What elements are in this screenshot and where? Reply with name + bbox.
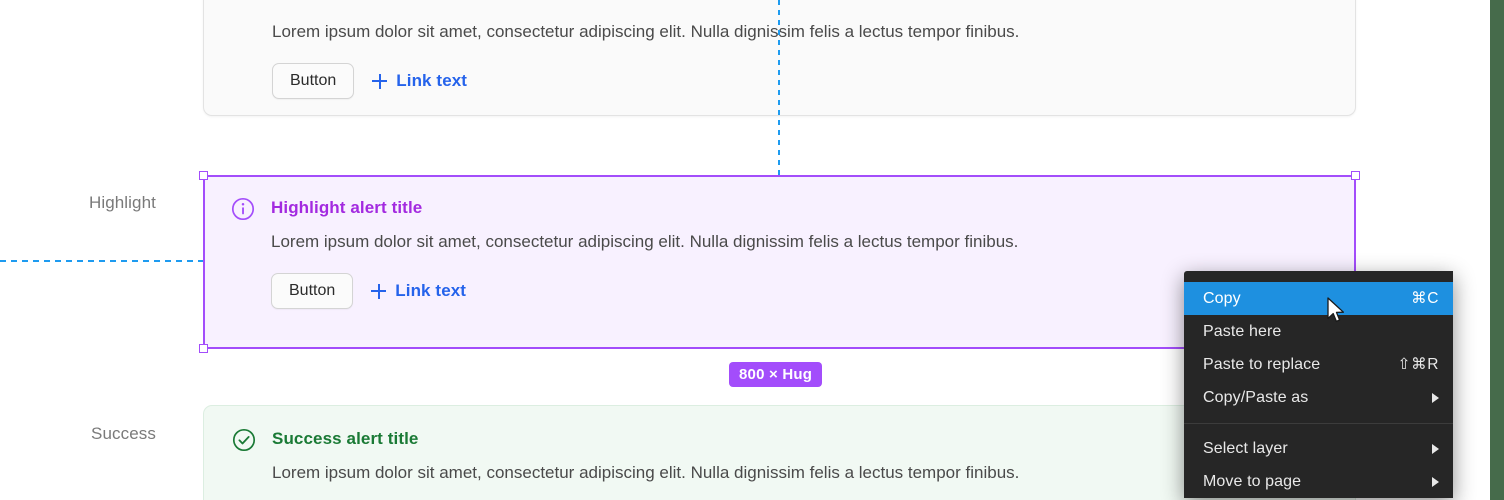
menu-item-shortcut: ⌘C (1411, 290, 1439, 307)
alert-title: Success alert title (272, 429, 419, 448)
menu-item-paste-here[interactable]: Paste here (1184, 315, 1453, 348)
row-label-success: Success (91, 424, 156, 443)
menu-item-label: Move to page (1203, 472, 1302, 490)
menu-item-label: Copy/Paste as (1203, 388, 1309, 406)
menu-item-label: Paste here (1203, 322, 1282, 340)
chevron-right-icon (1432, 392, 1439, 403)
alert-body-text: Lorem ipsum dolor sit amet, consectetur … (271, 232, 1019, 251)
link-text-action[interactable]: Link text (372, 71, 467, 91)
row-label-highlight: Highlight (88, 193, 156, 212)
check-circle-icon (232, 428, 256, 452)
button[interactable]: Button (271, 273, 354, 309)
alert-actions: Button Link text (272, 63, 1327, 99)
right-edge-strip (1490, 0, 1504, 500)
alert-title: Highlight alert title (271, 198, 423, 217)
menu-item-shortcut: ⇧⌘R (1397, 356, 1439, 373)
menu-item-label: Select layer (1203, 439, 1288, 457)
link-text-label: Link text (395, 281, 467, 300)
guide-vertical-dashed (778, 0, 780, 175)
alert-actions: Button Link text (271, 273, 1328, 309)
menu-item-copy-paste-as[interactable]: Copy/Paste as (1184, 381, 1453, 414)
plus-icon (372, 73, 388, 89)
menu-item-label: Copy (1203, 289, 1241, 307)
menu-item-paste-to-replace[interactable]: Paste to replace ⇧⌘R (1184, 348, 1453, 381)
alert-card-success[interactable]: Success alert title Lorem ipsum dolor si… (203, 405, 1356, 500)
alert-body-text: Lorem ipsum dolor sit amet, consectetur … (272, 463, 1020, 482)
alert-card-highlight[interactable]: Highlight alert title Lorem ipsum dolor … (203, 175, 1356, 349)
info-circle-icon (231, 197, 255, 221)
menu-item-copy[interactable]: Copy ⌘C (1184, 282, 1453, 315)
button[interactable]: Button (272, 63, 355, 99)
size-badge: 800 × Hug (729, 362, 823, 387)
link-text-label: Link text (396, 71, 468, 90)
menu-item-move-to-page[interactable]: Move to page (1184, 465, 1453, 498)
context-menu[interactable]: Copy ⌘C Paste here Paste to replace ⇧⌘R … (1184, 271, 1453, 498)
link-text-action[interactable]: Link text (371, 281, 466, 301)
menu-separator (1184, 423, 1453, 424)
plus-icon (371, 283, 387, 299)
alert-body-text: Lorem ipsum dolor sit amet, consectetur … (272, 22, 1020, 41)
menu-item-label: Paste to replace (1203, 355, 1321, 373)
chevron-right-icon (1432, 443, 1439, 454)
menu-item-select-layer[interactable]: Select layer (1184, 432, 1453, 465)
guide-horizontal-dashed (0, 260, 203, 262)
chevron-right-icon (1432, 476, 1439, 487)
